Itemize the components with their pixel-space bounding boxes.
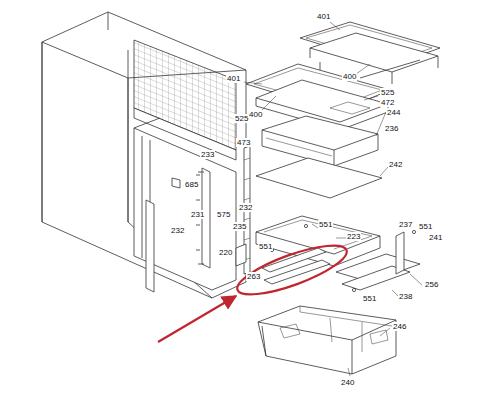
callout-number: 551: [418, 222, 433, 231]
callout-number: 401: [226, 74, 241, 83]
callout-number: 400: [342, 72, 357, 81]
callout-number: 473: [236, 138, 251, 147]
callout-number: 233: [200, 150, 215, 159]
callout-number: 232: [170, 226, 185, 235]
leader-lines: [244, 22, 422, 376]
callout-number: 235: [232, 222, 247, 231]
callout-number: 231: [190, 210, 205, 219]
callout-number: 401: [316, 12, 331, 21]
callout-number: 256: [424, 280, 439, 289]
callout-number: 685: [184, 180, 199, 189]
callout-number: 244: [386, 108, 401, 117]
callout-number: 472: [380, 98, 395, 107]
callout-number: 241: [428, 233, 443, 242]
callout-number: 220: [218, 248, 233, 257]
callout-number: 246: [392, 322, 407, 331]
callout-number: 237: [398, 220, 413, 229]
callout-number: 400: [248, 110, 263, 119]
callout-number: 232: [238, 203, 253, 212]
drawer-rails: [236, 216, 420, 292]
callout-number: 240: [340, 378, 355, 387]
shelf-rails: [146, 146, 250, 292]
highlight-arrow: [158, 296, 236, 342]
callout-number: 223: [346, 232, 361, 241]
callout-number: 551: [258, 242, 273, 251]
callout-number: 238: [398, 292, 413, 301]
callout-number: 525: [380, 88, 395, 97]
highlight-ellipse: [232, 236, 351, 304]
callout-number: 551: [362, 294, 377, 303]
callout-number: 242: [388, 160, 403, 169]
callout-number: 551: [318, 220, 333, 229]
callout-number: 525: [234, 114, 249, 123]
callout-number: 263: [246, 272, 261, 281]
refrigerator-cabinet: [42, 12, 246, 298]
meat-drawer: [256, 116, 382, 198]
callout-number: 236: [384, 124, 399, 133]
callout-number: 575: [216, 210, 231, 219]
crisper-drawers: [258, 306, 396, 374]
